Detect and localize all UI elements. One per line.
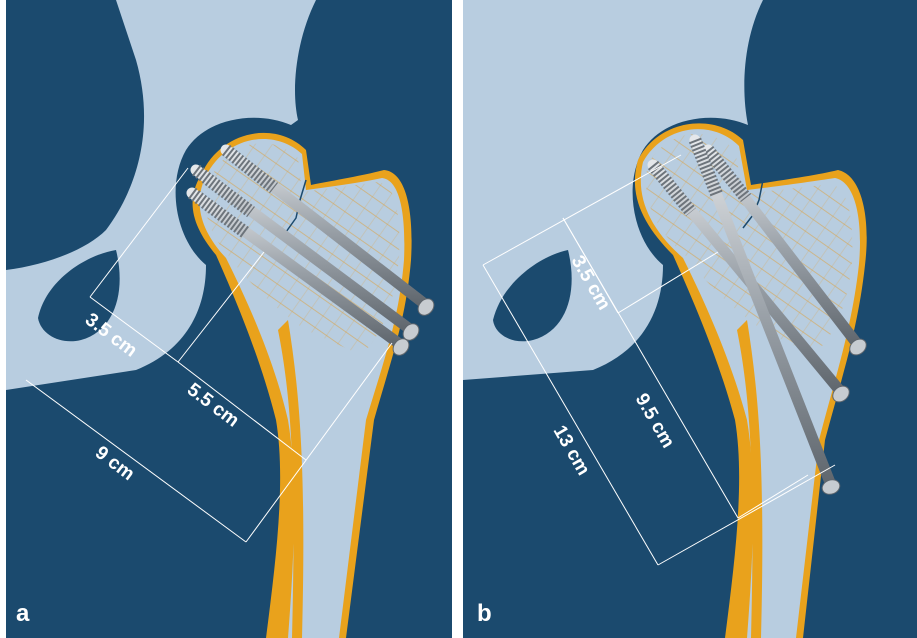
panel-b-illustration: 3.5 cm 9.5 cm 13 cm bbox=[463, 0, 917, 638]
panel-a: 3.5 cm 5.5 cm 9 cm a bbox=[6, 0, 452, 638]
panel-letter-a: a bbox=[16, 600, 29, 628]
panel-b: 3.5 cm 9.5 cm 13 cm b bbox=[463, 0, 917, 638]
panel-letter-b: b bbox=[477, 600, 492, 628]
panel-a-illustration: 3.5 cm 5.5 cm 9 cm bbox=[6, 0, 452, 638]
